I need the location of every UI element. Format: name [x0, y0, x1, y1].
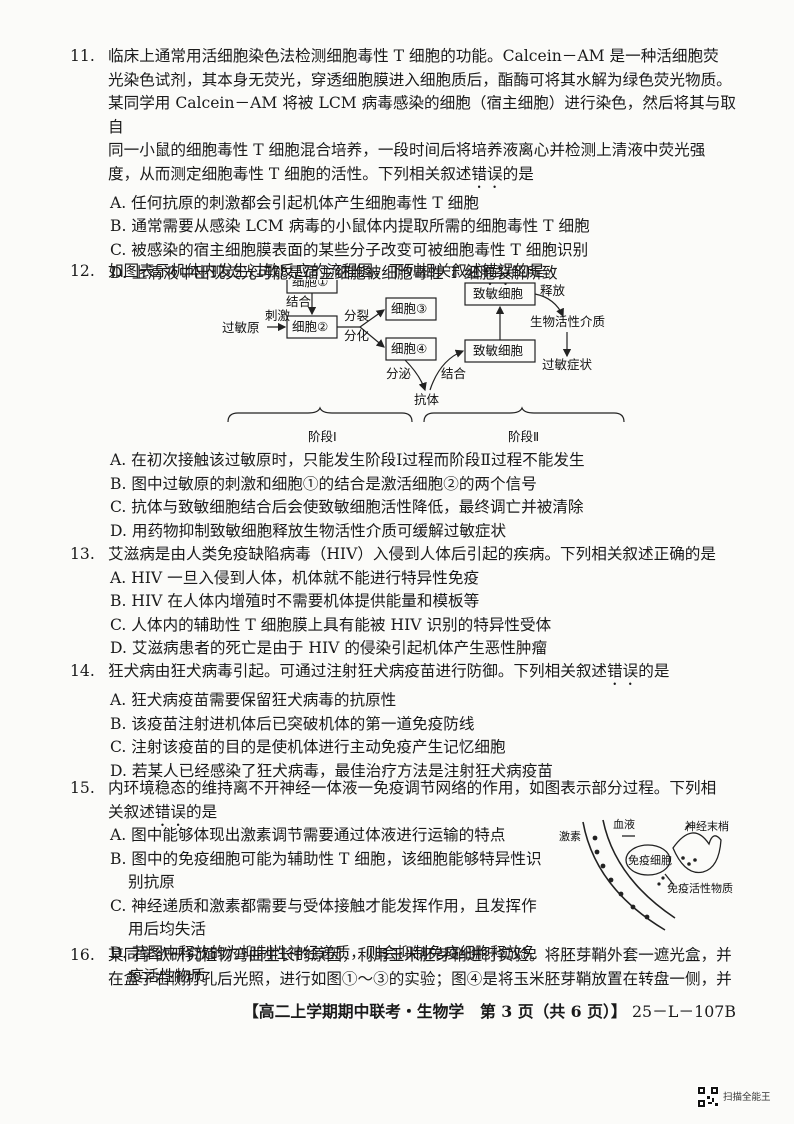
immune-cell-label: 免疫细胞 — [628, 853, 672, 867]
stage-2-label: 阶段Ⅱ — [508, 429, 539, 444]
mediator-label: 生物活性介质 — [530, 314, 605, 329]
symptom-label: 过敏症状 — [542, 357, 593, 372]
question-13: 13. 艾滋病是由人类免疫缺陷病毒（HIV）入侵到人体后引起的疾病。下列相关叙述… — [70, 543, 750, 661]
stem-line: 同一小鼠的细胞毒性 T 细胞混合培养，一段时间后将培养液离心并检测上清液中荧光强 — [108, 141, 706, 159]
option-d[interactable]: D. 用药物抑制致敏细胞释放生物活性介质可缓解过敏症状 — [110, 521, 507, 540]
sensitized-cell-top-label: 致敏细胞 — [473, 286, 524, 301]
question-number: 13. — [70, 545, 95, 563]
qr-code-icon — [697, 1086, 719, 1108]
question-11: 11. 临床上通常用活细胞染色法检测细胞毒性 T 细胞的功能。Calcein－A… — [70, 45, 750, 286]
option-c-line2[interactable]: 用后均失活 — [128, 920, 206, 938]
stage-1-label: 阶段Ⅰ — [308, 429, 337, 444]
option-d-line1[interactable]: D. 若图中释放的为抑制性神经递质，则会抑制免疫细胞释放免 — [110, 943, 538, 962]
stem-line: 内环境稳态的维持离不开神经一体液一免疫调节网络的作用，如图表示部分过程。下列相 — [108, 779, 717, 797]
option-d[interactable]: D. 若某人已经感染了狂犬病毒，最佳治疗方法是注射狂犬病疫苗 — [110, 761, 553, 780]
question-12: 12. 如图表示机体内发生过敏反应的流程图，下列相关叙述错误的是 — [70, 260, 750, 289]
option-a[interactable]: A. 在初次接触该过敏原时，只能发生阶段Ⅰ过程而阶段Ⅱ过程不能发生 — [110, 451, 585, 469]
secrete-label: 分泌 — [386, 366, 412, 381]
emphasis-wrong: 错误 — [154, 802, 186, 821]
footer-code: 25－L－107B — [632, 1002, 736, 1021]
option-a[interactable]: A. HIV 一旦入侵到人体，机体就不能进行特异性免疫 — [110, 568, 480, 587]
release-label: 释放 — [540, 283, 566, 298]
question-number: 14. — [70, 662, 95, 680]
bind2-label: 结合 — [441, 366, 467, 381]
stem-line: 如图表示机体内发生过敏反应的流程图，下列相关叙述错误的是 — [108, 262, 545, 280]
stem-line: 临床上通常用活细胞染色法检测细胞毒性 T 细胞的功能。Calcein－AM 是一… — [108, 47, 719, 65]
stem-line: 在盒子右侧打孔后光照，进行如图①～③的实验；图④是将玉米胚芽鞘放置在转盘一侧，并 — [108, 969, 732, 988]
question-number: 11. — [70, 47, 95, 65]
question-number: 12. — [70, 262, 95, 280]
option-b[interactable]: B. 该疫苗注射进机体后已突破机体的第一道免疫防线 — [110, 714, 475, 733]
stem-line: 光染色试剂，其本身无荧光，穿透细胞膜进入细胞质后，酯酶可将其水解为绿色荧光物质。 — [108, 70, 732, 89]
emphasis-wrong: 错误 — [482, 262, 514, 280]
cell4-box — [385, 337, 437, 361]
option-a[interactable]: A. 任何抗原的刺激都会引起机体产生细胞毒性 T 细胞 — [110, 193, 479, 212]
hormone-label: 激素 — [559, 829, 581, 843]
stem-line: 度，从而测定细胞毒性 T 细胞的活性。下列相关叙述错误的是 — [108, 164, 534, 183]
antibody-label: 抗体 — [414, 392, 440, 407]
stem-line: 某同学用 Calcein－AM 将被 LCM 病毒感染的细胞（宿主细胞）进行染色… — [108, 94, 736, 136]
sensitized-cell-bottom-label: 致敏细胞 — [473, 343, 524, 358]
option-a[interactable]: A. 狂犬病疫苗需要保留狂犬病毒的抗原性 — [110, 691, 397, 709]
option-c[interactable]: C. 抗体与致敏细胞结合后会使致敏细胞活性降低，最终调亡并被清除 — [110, 498, 584, 516]
cell1-label: 细胞① — [292, 280, 328, 289]
option-b[interactable]: B. 图中过敏原的刺激和细胞①的结合是激活细胞②的两个信号 — [110, 474, 537, 493]
option-d-line2[interactable]: 疫活性物质 — [128, 967, 206, 985]
option-b[interactable]: B. HIV 在人体内增殖时不需要机体提供能量和模板等 — [110, 592, 480, 610]
option-c[interactable]: C. 人体内的辅助性 T 细胞膜上具有能被 HIV 识别的特异性受体 — [110, 615, 552, 634]
emphasis-wrong: 错误 — [471, 164, 503, 183]
option-b[interactable]: B. 通常需要从感染 LCM 病毒的小鼠体内提取所需的细胞毒性 T 细胞 — [110, 217, 590, 235]
question-14: 14. 狂犬病由狂犬病毒引起。可通过注射狂犬病疫苗进行防御。下列相关叙述错误的是… — [70, 660, 750, 783]
immune-substance-label: 免疫活性物质 — [667, 881, 733, 895]
stimulus-label: 刺激 — [265, 308, 291, 323]
divide-label: 分裂 — [344, 308, 369, 323]
bind-label: 结合 — [286, 294, 312, 309]
nerve-ending-label: 神经末梢 — [685, 819, 729, 833]
option-c-line1[interactable]: C. 神经递质和激素都需要与受体接触才能发挥作用，且发挥作 — [110, 896, 537, 915]
option-c[interactable]: C. 被感染的宿主细胞膜表面的某些分子改变可被细胞毒性 T 细胞识别 — [110, 240, 589, 259]
option-b-line1[interactable]: B. 图中的免疫细胞可能为辅助性 T 细胞，该细胞能够特异性识 — [110, 849, 542, 868]
option-d[interactable]: D. 艾滋病患者的死亡是由于 HIV 的侵染引起机体产生恶性肿瘤 — [110, 639, 548, 657]
cell3-label: 细胞③ — [391, 301, 427, 316]
question-12-options: A. 在初次接触该过敏原时，只能发生阶段Ⅰ过程而阶段Ⅱ过程不能发生 B. 图中过… — [82, 449, 750, 543]
cell3-box — [385, 297, 437, 321]
blood-label: 血液 — [613, 818, 635, 831]
cell4-label: 细胞④ — [391, 341, 427, 356]
question-number: 15. — [70, 779, 95, 797]
differentiate-label: 分化 — [344, 328, 370, 343]
question-15: 15. 内环境稳态的维持离不开神经一体液一免疫调节网络的作用，如图表示部分过程。… — [70, 777, 750, 830]
question-15-options: A. 图中能够体现出激素调节需要通过体液进行运输的特点 B. 图中的免疫细胞可能… — [82, 824, 552, 989]
option-b-line2[interactable]: 别抗原 — [128, 873, 175, 891]
cell2-label: 细胞② — [292, 319, 328, 334]
stem-line: 艾滋病是由人类免疫缺陷病毒（HIV）入侵到人体后引起的疾病。下列相关叙述正确的是 — [108, 545, 716, 563]
scanner-brand-label: 扫描全能王 — [723, 1092, 771, 1103]
question-number: 16. — [70, 946, 95, 964]
neuro-immune-figure: 血液 激素 神经末梢 免疫细胞 免疫活性物质 — [559, 818, 733, 931]
question-16: 16. 某同学欲研究植物弯曲生长的原因，利用玉米胚芽鞘进行实验。将胚芽鞘外套一遮… — [70, 944, 750, 991]
stem-line: 某同学欲研究植物弯曲生长的原因，利用玉米胚芽鞘进行实验。将胚芽鞘外套一遮光盒，并 — [108, 946, 732, 964]
allergen-label: 过敏原 — [222, 320, 260, 335]
stem-line: 关叙述错误的是 — [108, 802, 218, 821]
option-d[interactable]: D. 上清液中出现荧光可能是宿主细胞被细胞毒性 T 细胞裂解所致 — [110, 264, 558, 282]
emphasis-wrong: 错误 — [607, 662, 639, 680]
scanner-watermark: 扫描全能王 — [697, 1085, 779, 1109]
allergy-flow-diagram: 细胞① 细胞② 细胞③ 细胞④ 过敏原 刺激 结合 分裂 分化 分泌 抗体 结合… — [222, 280, 625, 444]
footer-title: 【高二上学期期中联考・生物学 第 3 页（共 6 页）】 — [243, 1002, 627, 1021]
option-a[interactable]: A. 图中能够体现出激素调节需要通过体液进行运输的特点 — [110, 826, 506, 844]
stem-line: 狂犬病由狂犬病毒引起。可通过注射狂犬病疫苗进行防御。下列相关叙述错误的是 — [108, 662, 670, 680]
option-c[interactable]: C. 注射该疫苗的目的是使机体进行主动免疫产生记忆细胞 — [110, 738, 506, 756]
